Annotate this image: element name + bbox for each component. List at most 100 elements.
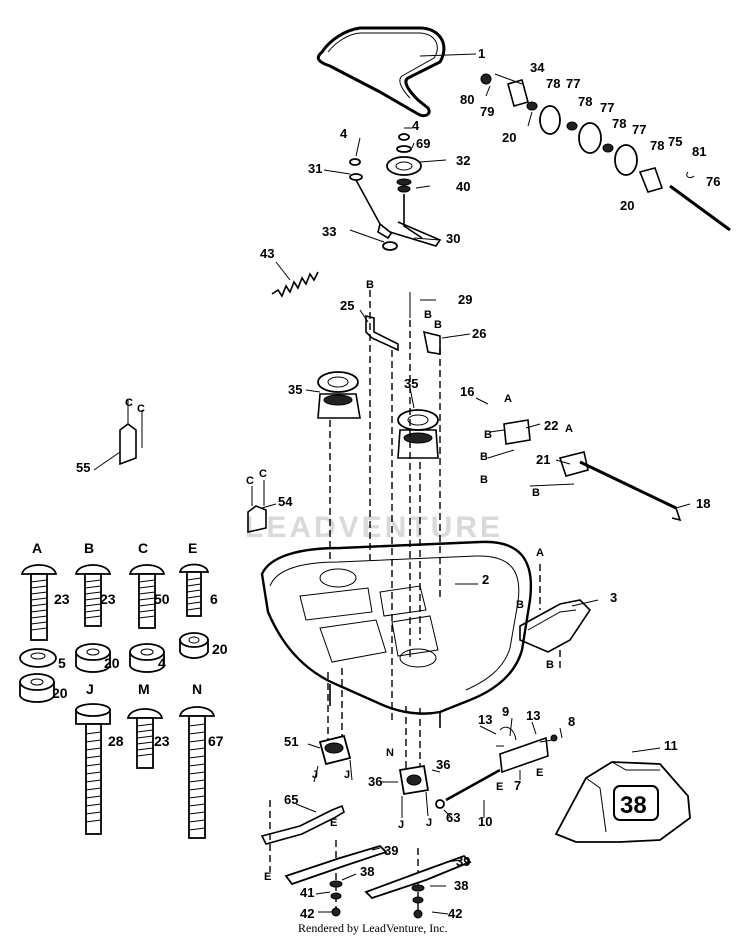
callout-numbers: 1 34 80 79 78 77 78 77 78 77 20 78 75 81… <box>76 46 720 921</box>
callout-77: 77 <box>566 76 580 91</box>
callout-40: 40 <box>456 179 470 194</box>
letter-mark: B <box>532 487 540 499</box>
carriage-bolt-b[interactable] <box>74 564 112 627</box>
callout-7: 7 <box>514 778 521 793</box>
callout-1: 1 <box>478 46 485 61</box>
carriage-bolt-c[interactable] <box>128 564 166 629</box>
letter-mark: B <box>480 474 488 486</box>
spindle-housing-51[interactable] <box>313 734 353 783</box>
letter-mark: J <box>344 769 350 781</box>
watermark-text: LEADVENTURE <box>245 511 503 544</box>
callout-76: 76 <box>706 174 720 189</box>
mower-deck[interactable] <box>260 540 533 728</box>
callout-78: 78 <box>650 138 664 153</box>
hardware-letter: M <box>138 681 150 697</box>
blade-left[interactable] <box>284 844 388 886</box>
blade-hardware[interactable] <box>329 880 425 919</box>
callout-26: 26 <box>472 326 486 341</box>
carriage-bolt-a[interactable] <box>20 564 58 641</box>
carriage-bolt-n[interactable] <box>178 706 216 839</box>
callout-31: 31 <box>308 161 322 176</box>
hardware-qty: 6 <box>210 591 218 607</box>
letter-mark: E <box>264 871 271 883</box>
callout-20: 20 <box>502 130 516 145</box>
callout-21: 21 <box>536 452 550 467</box>
callout-13: 13 <box>478 712 492 727</box>
lock-nut-a[interactable] <box>19 673 55 703</box>
flat-washer[interactable] <box>19 648 57 668</box>
callout-35: 35 <box>288 382 302 397</box>
hardware-qty: 28 <box>108 733 124 749</box>
callout-30: 30 <box>446 231 460 246</box>
nut-qty: 5 <box>58 655 66 671</box>
callout-38: 38 <box>454 878 468 893</box>
spindle-assembly-left[interactable] <box>317 371 361 419</box>
lock-nut-b[interactable] <box>75 643 111 673</box>
callout-38: 38 <box>360 864 374 879</box>
letter-mark: C <box>137 403 145 415</box>
letter-marks: B B B A C C C C A B B B B A B B E E E E … <box>125 279 573 883</box>
callout-leaders <box>93 53 691 915</box>
small-brackets[interactable] <box>365 292 441 355</box>
top-pulley-bracket[interactable] <box>349 133 442 251</box>
callout-63: 63 <box>446 810 460 825</box>
callout-34: 34 <box>530 60 545 75</box>
bracket-55[interactable] <box>119 400 143 466</box>
hardware-qty: 23 <box>54 591 70 607</box>
spring[interactable] <box>271 271 319 298</box>
callout-18: 18 <box>696 496 710 511</box>
letter-mark: A <box>504 393 512 405</box>
lock-nut-c[interactable] <box>129 643 165 673</box>
callout-29: 29 <box>458 292 472 307</box>
letter-mark: N <box>386 747 394 759</box>
blade-right[interactable] <box>364 854 472 900</box>
nut-qty: 4 <box>158 655 166 671</box>
decal-text: 38 <box>620 792 647 819</box>
callout-43: 43 <box>260 246 274 261</box>
lift-arm-65[interactable] <box>260 804 345 845</box>
hardware-qty: 50 <box>154 591 170 607</box>
carriage-bolt-m[interactable] <box>126 708 164 769</box>
letter-mark: B <box>480 451 488 463</box>
callout-13: 13 <box>526 708 540 723</box>
callout-42: 42 <box>300 906 314 921</box>
callout-9: 9 <box>502 704 509 719</box>
assembly-lines <box>269 290 561 912</box>
callout-42: 42 <box>448 906 462 921</box>
bracket-54[interactable] <box>247 480 267 533</box>
shaft-10[interactable] <box>435 726 558 809</box>
nut-qty: 20 <box>212 641 228 657</box>
callout-4: 4 <box>340 126 348 141</box>
pivot-shaft[interactable] <box>487 419 682 522</box>
deck-bracket[interactable] <box>519 599 592 653</box>
hardware-qty: 67 <box>208 733 224 749</box>
letter-mark: E <box>496 781 503 793</box>
hardware-letter: B <box>84 540 94 556</box>
lock-nut-e[interactable] <box>179 632 209 659</box>
hardware-qty: 23 <box>154 733 170 749</box>
hardware-chart: A 23 B 23 C 50 E 6 <box>19 540 228 839</box>
callout-10: 10 <box>478 814 492 829</box>
letter-mark: J <box>398 819 404 831</box>
callout-22: 22 <box>544 418 558 433</box>
belt[interactable] <box>316 26 446 118</box>
hex-bolt-j[interactable] <box>75 703 111 835</box>
deck-shroud[interactable]: 38 <box>554 761 691 843</box>
callout-75: 75 <box>668 134 682 149</box>
letter-mark: B <box>484 429 492 441</box>
spindle-housing-36[interactable] <box>398 764 430 818</box>
callout-39: 39 <box>456 854 470 869</box>
callout-8: 8 <box>568 714 575 729</box>
letter-mark: J <box>426 817 432 829</box>
spindle-assembly-right[interactable] <box>397 409 439 459</box>
letter-mark: E <box>330 817 337 829</box>
idler-pulley-assembly[interactable] <box>480 73 731 232</box>
hardware-letter: C <box>138 540 148 556</box>
callout-25: 25 <box>340 298 354 313</box>
callout-77: 77 <box>600 100 614 115</box>
letter-mark: A <box>565 423 573 435</box>
hardware-letter: E <box>188 540 197 556</box>
callout-78: 78 <box>578 94 592 109</box>
carriage-bolt-e[interactable] <box>178 563 210 617</box>
callout-2: 2 <box>482 572 489 587</box>
